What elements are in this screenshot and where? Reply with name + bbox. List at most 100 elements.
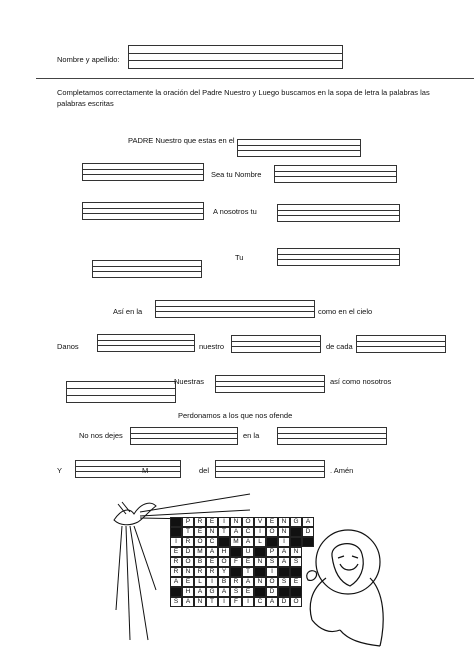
word-search-cell[interactable]: I — [170, 537, 182, 547]
word-search-cell[interactable]: O — [182, 557, 194, 567]
blank-1[interactable] — [237, 139, 361, 157]
word-search-cell[interactable]: D — [182, 547, 194, 557]
word-search-cell[interactable]: I — [254, 527, 266, 537]
blank-9a[interactable] — [130, 427, 238, 445]
word-search-cell[interactable]: A — [278, 547, 290, 557]
word-search-cell[interactable]: A — [242, 537, 254, 547]
word-search-cell[interactable]: A — [194, 587, 206, 597]
blank-9b[interactable] — [277, 427, 387, 445]
name-field[interactable] — [128, 45, 343, 69]
word-search-cell[interactable]: D — [302, 527, 314, 537]
word-search-cell[interactable]: M — [194, 547, 206, 557]
blank-4a[interactable] — [92, 260, 202, 278]
word-search-cell[interactable]: R — [194, 517, 206, 527]
word-search-cell[interactable]: F — [230, 597, 242, 607]
word-search-cell[interactable]: S — [230, 587, 242, 597]
word-search-cell[interactable]: R — [182, 537, 194, 547]
word-search-cell[interactable]: R — [170, 557, 182, 567]
word-search-cell[interactable]: I — [278, 537, 290, 547]
word-search-cell[interactable]: B — [194, 557, 206, 567]
word-search-cell[interactable]: C — [254, 597, 266, 607]
word-search-cell[interactable]: M — [230, 537, 242, 547]
word-search-cell[interactable]: P — [266, 547, 278, 557]
word-search-cell[interactable]: R — [194, 567, 206, 577]
word-search-cell[interactable]: E — [290, 577, 302, 587]
blank-3b[interactable] — [277, 204, 400, 222]
word-search-cell[interactable] — [230, 567, 242, 577]
word-search-cell[interactable]: N — [278, 517, 290, 527]
word-search-cell[interactable]: N — [194, 597, 206, 607]
blank-10a[interactable] — [75, 460, 181, 478]
blank-4b[interactable] — [277, 248, 400, 266]
word-search-cell[interactable]: S — [266, 557, 278, 567]
word-search-cell[interactable] — [254, 547, 266, 557]
word-search-cell[interactable]: Y — [218, 567, 230, 577]
word-search-cell[interactable]: A — [230, 527, 242, 537]
word-search-cell[interactable]: N — [278, 527, 290, 537]
word-search-cell[interactable]: S — [278, 577, 290, 587]
word-search-cell[interactable]: O — [218, 557, 230, 567]
word-search-cell[interactable]: H — [182, 587, 194, 597]
word-search-cell[interactable]: A — [218, 587, 230, 597]
word-search-cell[interactable]: O — [290, 597, 302, 607]
word-search-cell[interactable] — [170, 527, 182, 537]
word-search-cell[interactable]: A — [278, 557, 290, 567]
word-search-cell[interactable] — [290, 567, 302, 577]
word-search-cell[interactable] — [170, 517, 182, 527]
word-search-cell[interactable]: N — [254, 577, 266, 587]
word-search-cell[interactable]: D — [266, 587, 278, 597]
word-search-cell[interactable] — [278, 587, 290, 597]
word-search-cell[interactable]: S — [290, 557, 302, 567]
blank-3a[interactable] — [82, 202, 204, 220]
word-search-cell[interactable]: H — [218, 547, 230, 557]
word-search-cell[interactable]: S — [170, 597, 182, 607]
word-search-cell[interactable]: C — [242, 527, 254, 537]
blank-6b[interactable] — [231, 335, 321, 353]
word-search-cell[interactable]: G — [206, 587, 218, 597]
word-search-cell[interactable]: A — [182, 597, 194, 607]
blank-2a[interactable] — [82, 163, 204, 181]
word-search-cell[interactable]: E — [170, 547, 182, 557]
word-search-cell[interactable]: A — [242, 577, 254, 587]
word-search-cell[interactable]: N — [206, 527, 218, 537]
word-search-cell[interactable] — [254, 567, 266, 577]
word-search-cell[interactable] — [266, 537, 278, 547]
word-search-cell[interactable]: N — [290, 547, 302, 557]
blank-10b[interactable] — [215, 460, 325, 478]
word-search-cell[interactable]: I — [218, 517, 230, 527]
word-search-cell[interactable]: O — [242, 517, 254, 527]
word-search-cell[interactable]: B — [218, 577, 230, 587]
blank-6c[interactable] — [356, 335, 446, 353]
word-search-cell[interactable]: T — [242, 567, 254, 577]
word-search-cell[interactable]: L — [194, 577, 206, 587]
word-search-cell[interactable]: E — [242, 557, 254, 567]
word-search-cell[interactable]: V — [254, 517, 266, 527]
word-search-cell[interactable]: A — [170, 577, 182, 587]
blank-7b[interactable] — [215, 375, 325, 393]
word-search-cell[interactable]: T — [182, 527, 194, 537]
blank-6a[interactable] — [97, 334, 195, 352]
word-search-cell[interactable]: T — [218, 527, 230, 537]
word-search-cell[interactable] — [254, 587, 266, 597]
word-search-cell[interactable]: A — [206, 547, 218, 557]
word-search-cell[interactable]: U — [242, 547, 254, 557]
word-search-cell[interactable] — [290, 527, 302, 537]
word-search-cell[interactable]: D — [278, 597, 290, 607]
word-search-cell[interactable]: E — [206, 517, 218, 527]
word-search-cell[interactable] — [230, 547, 242, 557]
word-search-cell[interactable]: I — [206, 577, 218, 587]
word-search-cell[interactable]: E — [182, 577, 194, 587]
word-search-cell[interactable]: E — [206, 557, 218, 567]
word-search-cell[interactable]: I — [242, 597, 254, 607]
word-search-cell[interactable]: R — [230, 577, 242, 587]
blank-7a[interactable] — [66, 381, 176, 403]
word-search-cell[interactable]: N — [254, 557, 266, 567]
word-search-cell[interactable] — [218, 537, 230, 547]
word-search-cell[interactable]: E — [266, 517, 278, 527]
word-search-cell[interactable]: E — [194, 527, 206, 537]
word-search-cell[interactable]: O — [266, 577, 278, 587]
word-search-cell[interactable]: O — [194, 537, 206, 547]
word-search-cell[interactable]: A — [302, 517, 314, 527]
blank-2b[interactable] — [274, 165, 397, 183]
word-search-cell[interactable] — [290, 587, 302, 597]
